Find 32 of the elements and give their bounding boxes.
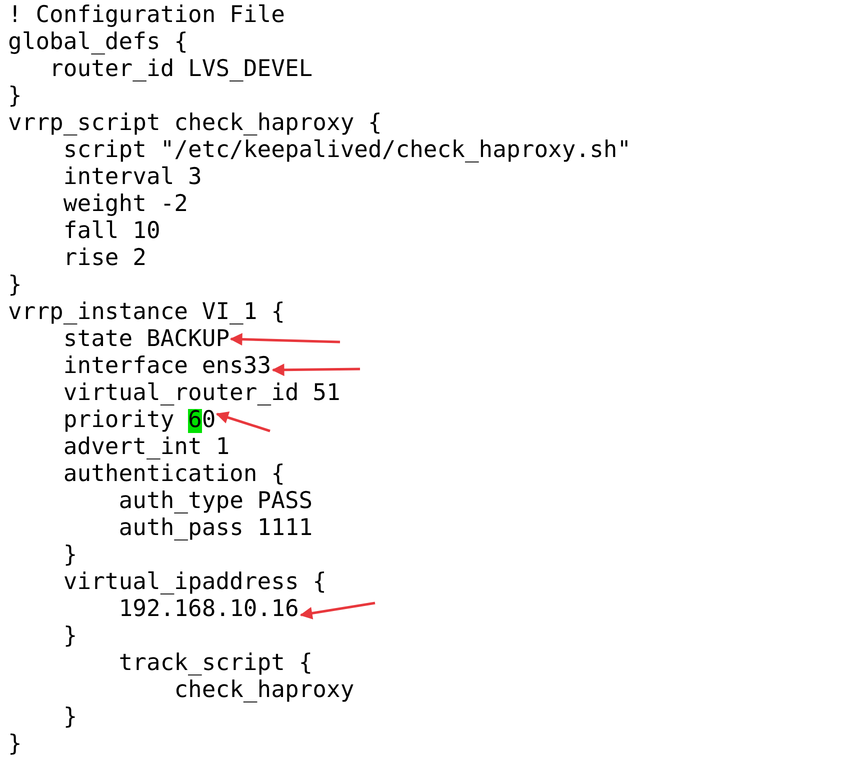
code-line: interface ens33 xyxy=(63,353,272,380)
arrow xyxy=(216,411,270,432)
code-line: rise 2 xyxy=(63,245,146,272)
code-line: virtual_router_id 51 xyxy=(63,380,340,407)
arrow xyxy=(272,364,360,376)
arrow xyxy=(300,602,376,620)
arrow xyxy=(230,333,340,346)
code-line: } xyxy=(8,272,22,299)
code-line: global_defs { xyxy=(8,29,188,56)
code-line: } xyxy=(63,542,78,569)
code-line: interval 3 xyxy=(63,164,202,191)
code-line: script "/etc/keepalived/check_haproxy.sh" xyxy=(63,137,632,164)
code-line: vrrp_script check_haproxy { xyxy=(8,110,382,137)
code-line: router_id LVS_DEVEL xyxy=(50,56,313,83)
code-line: } xyxy=(63,623,78,650)
code-line: vrrp_instance VI_1 { xyxy=(8,299,285,326)
code-line: auth_type PASS xyxy=(118,488,313,515)
code-line: virtual_ipaddress { xyxy=(63,569,326,596)
code-line: track_script { xyxy=(118,650,313,677)
code-line: 192.168.10.16 xyxy=(118,596,299,623)
code-line: priority 60 xyxy=(63,407,216,434)
code-line: advert_int 1 xyxy=(63,434,230,461)
code-line: } xyxy=(8,731,22,758)
code-line: authentication { xyxy=(63,461,285,488)
code-line: check_haproxy xyxy=(174,677,354,704)
code-line: ! Configuration File xyxy=(8,2,285,29)
code-line: } xyxy=(8,83,22,110)
code-line: auth_pass 1111 xyxy=(118,515,313,542)
code-line: weight -2 xyxy=(63,191,188,218)
code-line: } xyxy=(63,704,78,731)
code-line: state BACKUP xyxy=(63,326,230,353)
code-line: fall 10 xyxy=(63,218,160,245)
